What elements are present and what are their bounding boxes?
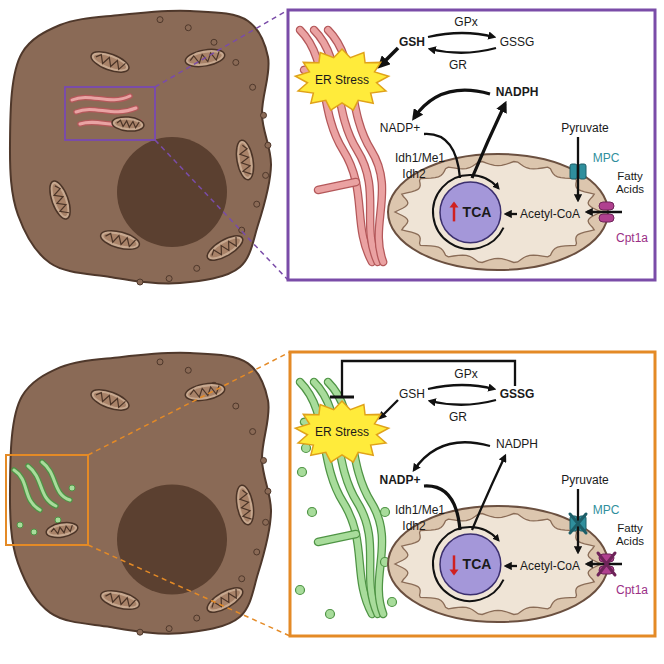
cell <box>10 11 271 285</box>
mitochondrion <box>88 386 131 415</box>
zoom-panel <box>288 10 655 280</box>
metabolite-label: GSSG <box>500 388 535 401</box>
metabolite-label: Acetyl-CoA <box>520 560 580 573</box>
transporter-label: MPC <box>593 504 620 517</box>
mitochondrion <box>99 587 142 613</box>
nucleus <box>117 137 227 247</box>
zoom-line <box>155 10 288 280</box>
cycle-label: TCA <box>449 204 492 220</box>
zoom-line <box>88 352 290 636</box>
metabolite-label: GSSG <box>500 36 535 49</box>
mitochondrion <box>204 231 247 265</box>
stress-label: ER Stress <box>315 73 369 87</box>
mitochondrion <box>111 116 144 133</box>
pathway-arrows <box>380 33 622 249</box>
transporter-label: MPC <box>593 152 620 165</box>
metabolite-label: Pyruvate <box>561 474 608 487</box>
cofactor-label: NADPH <box>496 438 538 451</box>
stress-burst: ER Stress <box>295 401 389 463</box>
metabolite-label: Pyruvate <box>561 122 608 135</box>
cell <box>10 353 271 635</box>
enzyme-label: GPx <box>454 16 477 29</box>
transporter-label: Cpt1a <box>616 584 648 597</box>
zoom-panel <box>290 352 655 636</box>
mitochondrion <box>88 48 131 77</box>
cofactor-label: NADP+ <box>380 122 420 135</box>
cycle-label: TCA <box>449 556 492 572</box>
mitochondrion <box>234 139 257 181</box>
nucleus <box>117 484 227 594</box>
mitochondrion <box>234 484 257 526</box>
metabolite-label: Fatty Acids <box>611 170 649 196</box>
mitochondrion <box>99 227 142 253</box>
mitochondrion <box>388 154 608 270</box>
stress-label: ER Stress <box>315 425 369 439</box>
mitochondrion <box>204 583 247 617</box>
tca-circle: TCA <box>439 533 502 596</box>
change-arrowhead <box>449 201 458 207</box>
stress-burst: ER Stress <box>295 49 389 111</box>
metabolite-label: Fatty Acids <box>611 522 649 548</box>
metabolite-label: Acetyl-CoA <box>520 208 580 221</box>
change-arrowhead <box>449 569 458 575</box>
zoom-box <box>65 87 155 140</box>
mitochondrion <box>388 506 608 622</box>
tca-circle: TCA <box>439 181 502 244</box>
enzyme-label: Idh1/Me1 <box>395 504 445 517</box>
mitochondrion <box>45 520 79 539</box>
enzyme-label: GR <box>449 59 467 72</box>
enzyme-label: Idh2 <box>402 168 425 181</box>
mitochondrion <box>184 381 226 404</box>
metabolite-label: GSH <box>399 388 425 401</box>
cofactor-label: NADPH <box>496 86 539 99</box>
transporter-label: Cpt1a <box>616 232 648 245</box>
metabolite-label: GSH <box>399 36 425 49</box>
cofactor-label: NADP+ <box>379 474 420 487</box>
enzyme-label: GPx <box>454 368 477 381</box>
enzyme-label: Idh2 <box>402 520 425 533</box>
enzyme-label: Idh1/Me1 <box>395 152 445 165</box>
mitochondrion <box>46 178 75 221</box>
zoom-box <box>6 455 88 545</box>
pathway-arrows <box>330 361 622 601</box>
enzyme-label: GR <box>449 411 467 424</box>
